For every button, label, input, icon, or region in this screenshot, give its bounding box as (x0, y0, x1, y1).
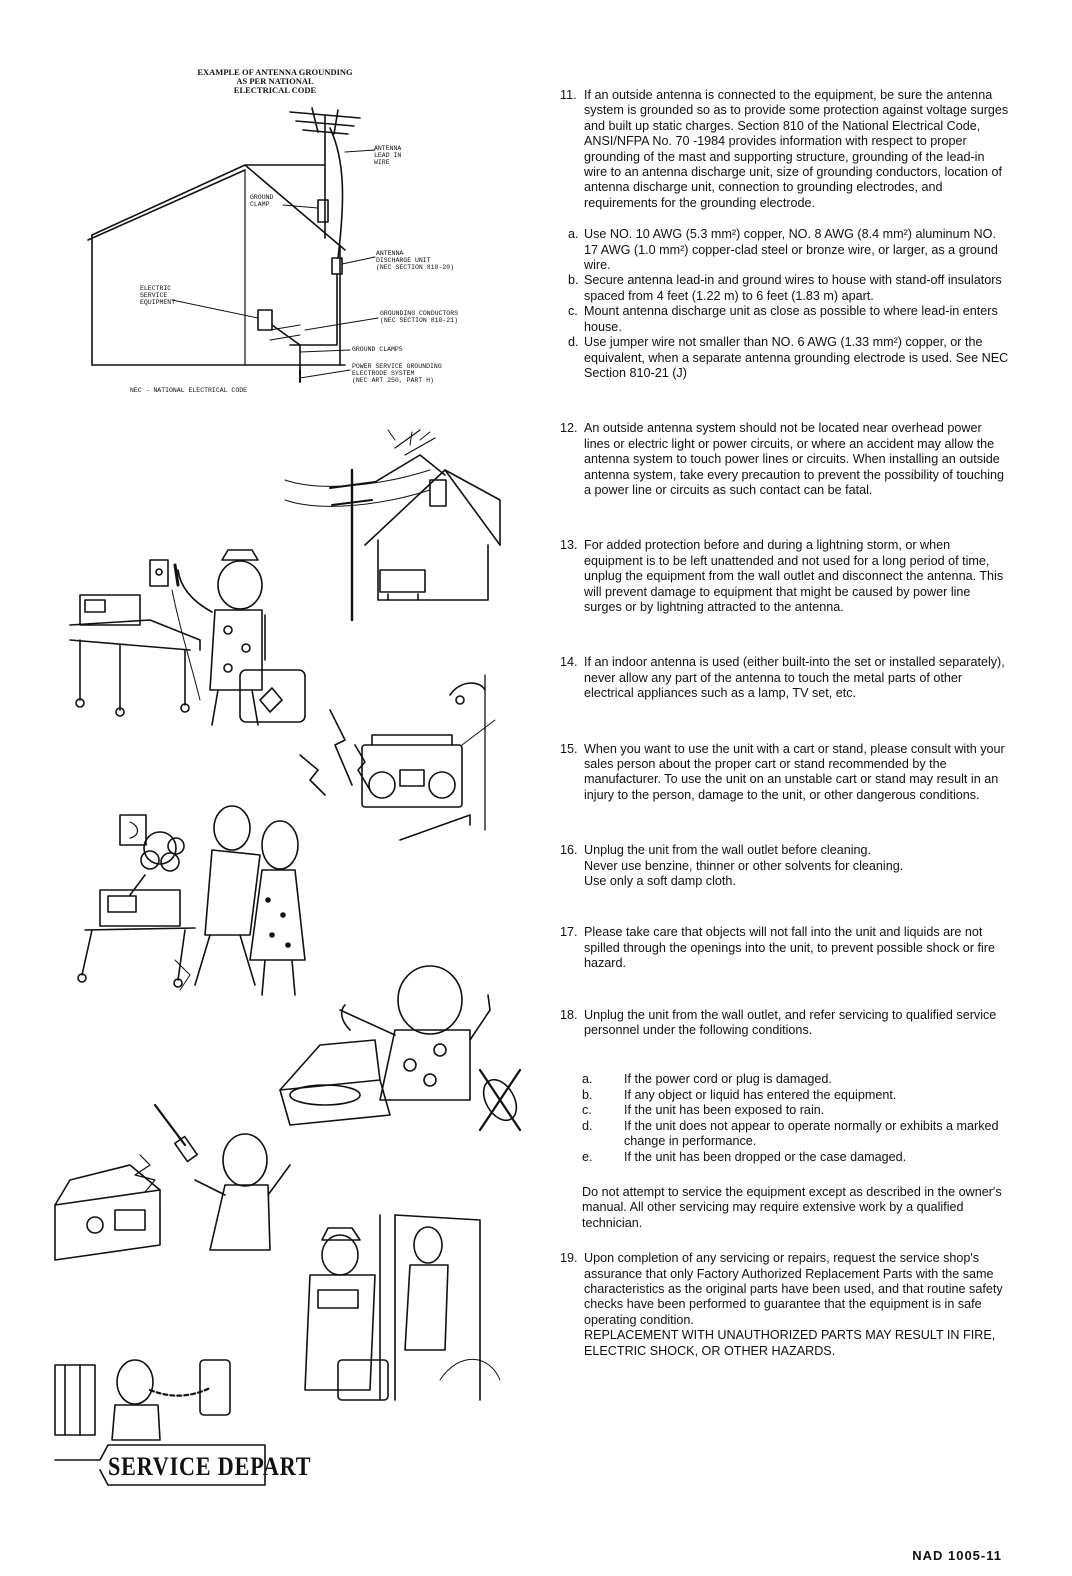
instruction-17: 17. Please take care that objects will n… (560, 925, 1010, 971)
instruction-11d: d. Use jumper wire not smaller than NO. … (560, 335, 1010, 381)
item-number: 15. (560, 741, 578, 756)
diagram-title-line: EXAMPLE OF ANTENNA GROUNDING (197, 67, 353, 77)
instruction-16: 16. Unplug the unit from the wall outlet… (560, 843, 1010, 889)
instruction-18e: e. If the unit has been dropped or the c… (560, 1150, 1010, 1165)
instruction-18d: d. If the unit does not appear to operat… (560, 1119, 1010, 1150)
power-line-scene (284, 429, 501, 622)
sub-letter: d. (582, 1118, 593, 1133)
item-text: If an outside antenna is connected to th… (584, 88, 1009, 210)
sub-text: Use NO. 10 AWG (5.3 mm²) copper, NO. 8 A… (584, 227, 998, 273)
diagram-title-line: ELECTRICAL CODE (233, 85, 317, 95)
instruction-15: 15. When you want to use the unit with a… (560, 742, 1010, 804)
sub-text: Secure antenna lead-in and ground wires … (584, 273, 1002, 303)
cart-man-scene (69, 549, 306, 726)
label-ground-clamp: GROUND CLAMP (250, 194, 274, 208)
service-note: Do not attempt to service the equipment … (582, 1184, 1002, 1230)
sub-text: Use jumper wire not smaller than NO. 6 A… (584, 335, 1009, 380)
sub-text: If the unit does not appear to operate n… (624, 1118, 999, 1149)
instruction-11b: b. Secure antenna lead-in and ground wir… (560, 273, 1010, 304)
instructions-column: 11. If an outside antenna is connected t… (560, 88, 1010, 1359)
item-text: Upon completion of any servicing or repa… (584, 1251, 1003, 1327)
instruction-18c: c. If the unit has been exposed to rain. (560, 1103, 1010, 1118)
sub-text: Mount antenna discharge unit as close as… (584, 304, 998, 334)
sub-letter: c. (568, 304, 578, 319)
sub-letter: a. (568, 227, 579, 242)
item-text: An outside antenna system should not be … (584, 421, 1005, 497)
service-man-scene (304, 1214, 501, 1401)
item-text: If an indoor antenna is used (either bui… (584, 655, 1005, 701)
label-power-service: POWER SERVICE GROUNDING ELECTRODE SYSTEM… (352, 363, 442, 384)
screwdriver-scene (54, 1103, 291, 1261)
instruction-14: 14. If an indoor antenna is used (either… (560, 655, 1010, 701)
lightning-radio-scene (299, 674, 496, 841)
instruction-11: 11. If an outside antenna is connected t… (560, 88, 1010, 211)
couple-cart-scene (77, 805, 306, 996)
instruction-18: 18. Unplug the unit from the wall outlet… (560, 1008, 1010, 1039)
item-text: When you want to use the unit with a car… (584, 741, 1005, 802)
instruction-13: 13. For added protection before and duri… (560, 538, 1010, 615)
label-electric-service: ELECTRIC SERVICE EQUIPMENT (140, 285, 176, 306)
label-antenna-lead: ANTENNA LEAD IN WIRE (374, 145, 402, 166)
replacement-warning: REPLACEMENT WITH UNAUTHORIZED PARTS MAY … (584, 1328, 996, 1358)
sub-letter: b. (568, 273, 579, 288)
item-number: 13. (560, 538, 578, 553)
item-number: 19. (560, 1251, 578, 1266)
sub-text: If the unit has been dropped or the case… (624, 1149, 907, 1164)
sub-letter: e. (582, 1149, 593, 1164)
grounding-house-diagram (87, 107, 379, 383)
sub-letter: a. (582, 1072, 593, 1087)
instruction-18b: b. If any object or liquid has entered t… (560, 1088, 1010, 1103)
item-number: 14. (560, 655, 578, 670)
sub-text: If any object or liquid has entered the … (624, 1087, 897, 1102)
sub-letter: b. (582, 1087, 593, 1102)
service-depart-sign: SERVICE DEPART (108, 1452, 312, 1481)
item-number: 16. (560, 843, 578, 858)
item-number: 12. (560, 421, 578, 436)
item-line: Use only a soft damp cloth. (584, 874, 736, 889)
item-number: 18. (560, 1007, 578, 1022)
item-text: For added protection before and during a… (584, 538, 1004, 614)
item-line: Never use benzine, thinner or other solv… (584, 858, 904, 873)
label-grounding-conductors: GROUNDING CONDUCTORS (NEC SECTION 810-21… (380, 310, 459, 324)
item-line: Unplug the unit from the wall outlet bef… (584, 843, 872, 858)
instruction-12: 12. An outside antenna system should not… (560, 421, 1010, 498)
item-text: Please take care that objects will not f… (584, 925, 995, 971)
service-dept-scene (54, 1359, 266, 1486)
diagram-title: EXAMPLE OF ANTENNA GROUNDING AS PER NATI… (150, 68, 400, 95)
sub-letter: c. (582, 1103, 592, 1118)
illustration-drawings (54, 107, 522, 1486)
sub-text: If the unit has been exposed to rain. (624, 1103, 825, 1118)
instruction-11a: a. Use NO. 10 AWG (5.3 mm²) copper, NO. … (560, 227, 1010, 273)
diagram-title-line: AS PER NATIONAL (236, 76, 314, 86)
item-number: 11. (560, 88, 577, 102)
instruction-11c: c. Mount antenna discharge unit as close… (560, 304, 1010, 335)
instruction-18a: a. If the power cord or plug is damaged. (560, 1072, 1010, 1087)
label-ground-clamps: GROUND CLAMPS (352, 346, 403, 353)
item-text: Unplug the unit from the wall outlet, an… (584, 1007, 997, 1038)
illustration-column: EXAMPLE OF ANTENNA GROUNDING AS PER NATI… (54, 68, 522, 1486)
nec-note: NEC - NATIONAL ELECTRICAL CODE (130, 387, 248, 394)
label-discharge-unit: ANTENNA DISCHARGE UNIT (NEC SECTION 810-… (376, 250, 455, 271)
page-footer: NAD 1005-11 (912, 1548, 1002, 1563)
sub-letter: d. (568, 335, 579, 350)
turntable-scene (279, 965, 522, 1132)
item-number: 17. (560, 925, 578, 940)
sub-text: If the power cord or plug is damaged. (624, 1072, 832, 1087)
instruction-19: 19. Upon completion of any servicing or … (560, 1251, 1010, 1359)
